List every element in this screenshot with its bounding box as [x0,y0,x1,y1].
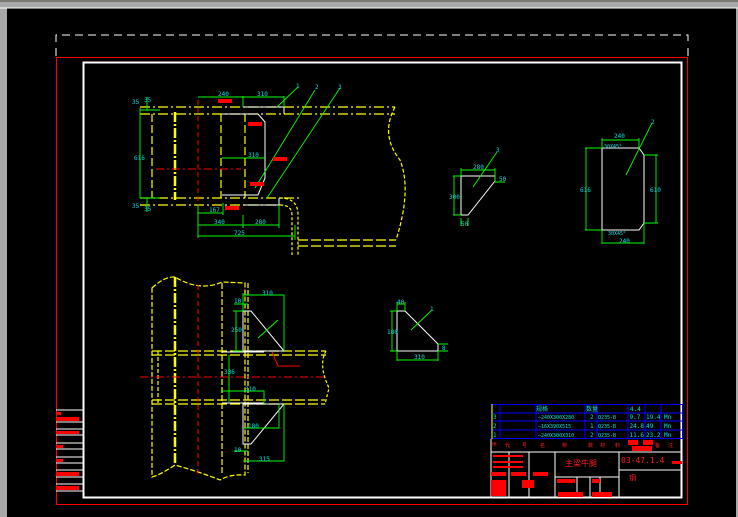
side-dim-10b: 10 [234,447,242,454]
svg-text:注: 注 [668,442,673,449]
part2-top: 240 [614,133,625,140]
part3-width: 280 [473,164,484,171]
top-view[interactable]: 240 310 35 35 616 35 35 310 167 340 280 … [132,83,406,255]
dim-725: 725 [234,230,245,237]
side-dim-310b: 310 [245,386,256,393]
svg-text:Mn: Mn [664,423,672,430]
dim-167: 167 [209,207,220,214]
part-2-detail[interactable]: 240 30X45° 616 610 30X45° 240 2 [580,119,661,245]
svg-text:49: 49 [646,423,654,430]
part-1-detail[interactable]: 40 180 310 8 1 [387,299,448,361]
svg-text:24.8: 24.8 [630,423,645,430]
part2-height-right: 610 [650,187,661,194]
side-dim-250: 250 [231,327,242,334]
svg-text:Q235-B: Q235-B [598,433,616,439]
part1-right: 8 [442,345,446,352]
left-margin-table [56,409,83,492]
dim-35a: 35 [132,99,140,106]
side-dim-10a: 10 [234,298,242,305]
dim-310: 310 [257,91,268,98]
drawing-title: 主梁牛腿 [565,458,597,468]
part2-chamfer-top: 30X45° [604,144,622,150]
bom-footer: 序 代 号 名 称 数材 料 备 注 [492,441,673,449]
svg-text:号: 号 [522,443,527,449]
svg-text:3: 3 [493,414,497,421]
leader-1: 1 [296,83,300,90]
svg-text:2: 2 [590,414,594,421]
part2-height: 616 [580,187,591,194]
svg-text:2: 2 [590,432,594,439]
svg-text:Q235-B: Q235-B [598,424,616,430]
part2-label: 2 [651,119,655,126]
dim-240: 240 [218,91,229,98]
outer-frame [56,57,688,505]
weld-symbols [218,99,287,210]
svg-text:代: 代 [505,442,510,449]
dim-310b: 310 [248,152,259,159]
part2-bottom: 240 [619,238,630,245]
svg-text:名: 名 [540,442,545,449]
part-3-detail[interactable]: 280 300 50 50 3 [449,147,507,228]
leader-2: 2 [315,84,319,91]
svg-text:19.4: 19.4 [646,414,661,421]
part1-width: 310 [414,354,425,361]
side-dim-310: 310 [262,290,273,297]
svg-text:Mn: Mn [664,432,672,439]
dim-35c: 35 [132,203,140,210]
part1-top: 40 [397,299,405,306]
part3-right: 50 [499,176,507,183]
drawing-number: 03-47.1.4 [621,456,665,465]
inner-frame [82,61,683,499]
dim-35d: 35 [144,206,152,213]
paper-boundary [55,34,689,58]
svg-text:料: 料 [615,442,620,449]
dim-616: 616 [134,155,145,162]
side-dim-315: 315 [259,456,270,463]
title-bar [0,0,738,2]
svg-text:23.2: 23.2 [646,432,661,439]
bom-header-qty: 数量 [586,405,598,413]
leader-3: 3 [338,84,342,91]
part2-chamfer-bottom: 30X45° [608,231,626,237]
svg-text:—240X300X280: —240X300X280 [538,415,574,421]
bom-sheet-label: 4.4 [630,406,641,413]
dim-340: 340 [214,219,225,226]
side-dim-336: 336 [224,369,235,376]
svg-text:序: 序 [492,441,497,448]
part1-label: 1 [430,306,434,313]
svg-text:1: 1 [590,423,594,430]
side-view[interactable]: 310 10 250 336 310 180 10 315 [140,276,330,481]
svg-text:—240X300X310: —240X300X310 [538,433,574,439]
svg-text:Q235-B: Q235-B [598,415,616,421]
svg-text:1: 1 [493,432,497,439]
bom-header-spec: 规格 [536,405,548,413]
svg-text:Mn: Mn [664,414,672,421]
part1-height: 180 [387,329,398,336]
svg-text:备: 备 [655,442,660,449]
svg-text:11.6: 11.6 [630,432,645,439]
svg-text:材: 材 [600,442,605,449]
side-dim-180: 180 [248,423,259,430]
part3-label: 3 [496,147,500,154]
part3-bottom: 50 [461,221,469,228]
dim-35b: 35 [144,97,152,104]
svg-text:—16X390X515: —16X390X515 [538,424,571,430]
part3-height: 300 [449,194,460,201]
svg-text:数: 数 [588,442,593,449]
model-space [7,8,736,517]
material-note: 钢 [629,473,636,482]
svg-text:9.7: 9.7 [630,414,641,421]
dim-280: 280 [255,219,266,226]
svg-text:2: 2 [493,423,497,430]
svg-text:称: 称 [562,442,567,449]
